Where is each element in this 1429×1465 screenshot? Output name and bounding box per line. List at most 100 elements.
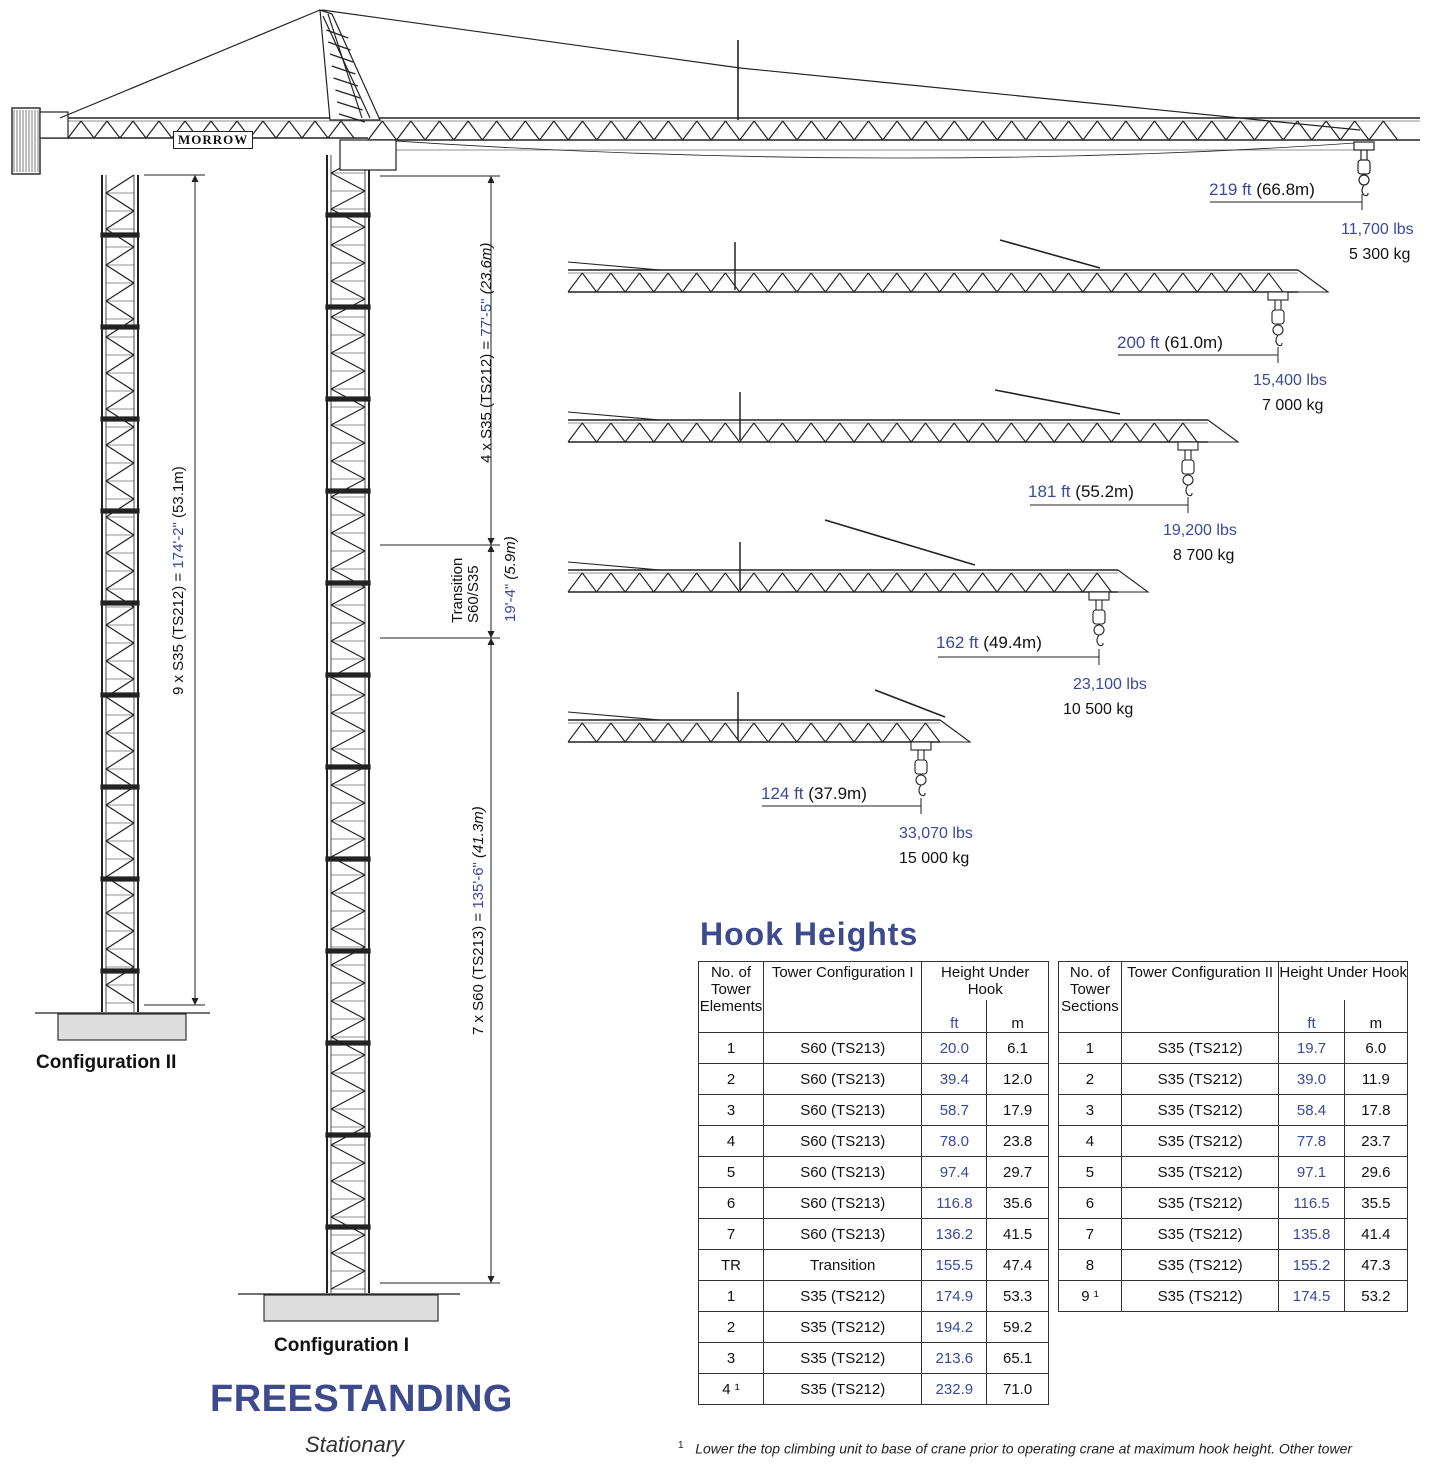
col-header-config: Tower Configuration II — [1120, 961, 1280, 1033]
cell-height-m: 6.1 — [986, 1032, 1049, 1064]
col-header-height: Height Under Hook — [1278, 961, 1408, 1000]
cell-height-m: 29.7 — [986, 1156, 1049, 1188]
col-header-m: m — [1343, 1000, 1409, 1033]
cell-height-m: 71.0 — [986, 1373, 1049, 1405]
cell-config: Transition — [762, 1249, 923, 1281]
cell-height-ft: 39.4 — [921, 1063, 988, 1095]
hook-3 — [1088, 591, 1110, 647]
cell-height-m: 29.6 — [1343, 1156, 1409, 1188]
cell-count: 8 — [1058, 1249, 1122, 1281]
cell-config: S35 (TS212) — [762, 1373, 923, 1405]
load-lbs: 11,700 lbs — [1341, 221, 1414, 238]
foundation-config2 — [57, 1013, 187, 1041]
load-kg: 15 000 kg — [899, 850, 970, 867]
tower-config2 — [100, 174, 140, 1012]
load-kg: 10 500 kg — [1063, 701, 1134, 718]
hook-main — [1353, 141, 1375, 197]
cell-config: S35 (TS212) — [762, 1342, 923, 1374]
cell-height-ft: 97.1 — [1278, 1156, 1345, 1188]
cell-height-m: 59.2 — [986, 1311, 1049, 1343]
radius-ft: 219 ft — [1209, 180, 1252, 199]
load-lbs: 19,200 lbs — [1163, 522, 1237, 539]
cell-height-m: 23.7 — [1343, 1125, 1409, 1157]
cell-config: S35 (TS212) — [1120, 1187, 1280, 1219]
col-header-height: Height Under Hook — [921, 961, 1049, 1000]
cell-config: S60 (TS213) — [762, 1094, 923, 1126]
upper-section-label: 4 x S35 (TS212) = 77'-5" (23.6m) — [478, 242, 495, 463]
radius-m: (61.0m) — [1164, 333, 1223, 352]
load-lbs: 23,100 lbs — [1073, 676, 1147, 693]
jib-variant-1 — [567, 239, 1330, 347]
foundation-config1 — [263, 1294, 439, 1322]
cell-height-ft: 155.2 — [1278, 1249, 1345, 1281]
cell-config: S35 (TS212) — [762, 1280, 923, 1312]
cell-config: S35 (TS212) — [1120, 1218, 1280, 1250]
cell-config: S60 (TS213) — [762, 1063, 923, 1095]
cell-height-m: 12.0 — [986, 1063, 1049, 1095]
cell-count: 2 — [698, 1063, 764, 1095]
col-header-ft: ft — [921, 1000, 988, 1033]
tower-head — [319, 9, 381, 121]
config1-label: Configuration I — [274, 1335, 410, 1356]
cell-height-m: 65.1 — [986, 1342, 1049, 1374]
radius-ft: 181 ft — [1028, 482, 1071, 501]
load-kg: 8 700 kg — [1173, 547, 1235, 564]
jib-variant-2 — [567, 389, 1240, 497]
cell-count: 7 — [698, 1218, 764, 1250]
hook-heights-table-config2: No. of Tower Sections Tower Configuratio… — [1058, 961, 1409, 1312]
cell-height-m: 53.2 — [1343, 1280, 1409, 1312]
main-jib — [367, 117, 1420, 141]
cell-height-m: 17.9 — [986, 1094, 1049, 1126]
radius-ft: 200 ft — [1117, 333, 1160, 352]
config2-label: Configuration II — [36, 1052, 177, 1073]
col-header-count: No. of Tower Elements — [698, 961, 764, 1033]
cell-height-m: 17.8 — [1343, 1094, 1409, 1126]
cell-count: 5 — [698, 1156, 764, 1188]
cell-count: 3 — [1058, 1094, 1122, 1126]
cell-height-m: 41.5 — [986, 1218, 1049, 1250]
load-lbs: 15,400 lbs — [1253, 372, 1327, 389]
cell-count: 4 — [698, 1125, 764, 1157]
footnote: 1 Lower the top climbing unit to base of… — [678, 1440, 1352, 1457]
cell-height-m: 35.5 — [1343, 1187, 1409, 1219]
cell-height-m: 47.4 — [986, 1249, 1049, 1281]
radius-m: (66.8m) — [1256, 180, 1315, 199]
stationary-subtitle: Stationary — [305, 1432, 405, 1457]
cell-height-ft: 194.2 — [921, 1311, 988, 1343]
cell-height-ft: 232.9 — [921, 1373, 988, 1405]
brand-plate: MORROW — [173, 131, 254, 149]
cell-height-ft: 97.4 — [921, 1156, 988, 1188]
cell-config: S60 (TS213) — [762, 1125, 923, 1157]
config2-height-label: 9 x S35 (TS212) = 174'-2" (53.1m) — [170, 466, 187, 695]
cell-height-ft: 135.8 — [1278, 1218, 1345, 1250]
cell-height-ft: 116.8 — [921, 1187, 988, 1219]
radius-ft: 162 ft — [936, 633, 979, 652]
cell-config: S60 (TS213) — [762, 1156, 923, 1188]
cell-count: 6 — [1058, 1187, 1122, 1219]
hook-heights-table-config1: No. of Tower Elements Tower Configuratio… — [698, 961, 1049, 1405]
cell-height-m: 6.0 — [1343, 1032, 1409, 1064]
cell-count: 4 — [1058, 1125, 1122, 1157]
cell-count: 4 ¹ — [698, 1373, 764, 1405]
jib-variant-3 — [567, 519, 1150, 647]
cell-count: 3 — [698, 1342, 764, 1374]
cell-config: S35 (TS212) — [1120, 1156, 1280, 1188]
hook-1 — [1267, 291, 1289, 347]
radius-m: (55.2m) — [1075, 482, 1134, 501]
footnote-mark: 1 — [678, 1440, 684, 1451]
cell-config: S35 (TS212) — [1120, 1280, 1280, 1312]
col-header-count: No. of Tower Sections — [1058, 961, 1122, 1033]
radius-m: (37.9m) — [808, 784, 867, 803]
cell-count: 1 — [698, 1032, 764, 1064]
